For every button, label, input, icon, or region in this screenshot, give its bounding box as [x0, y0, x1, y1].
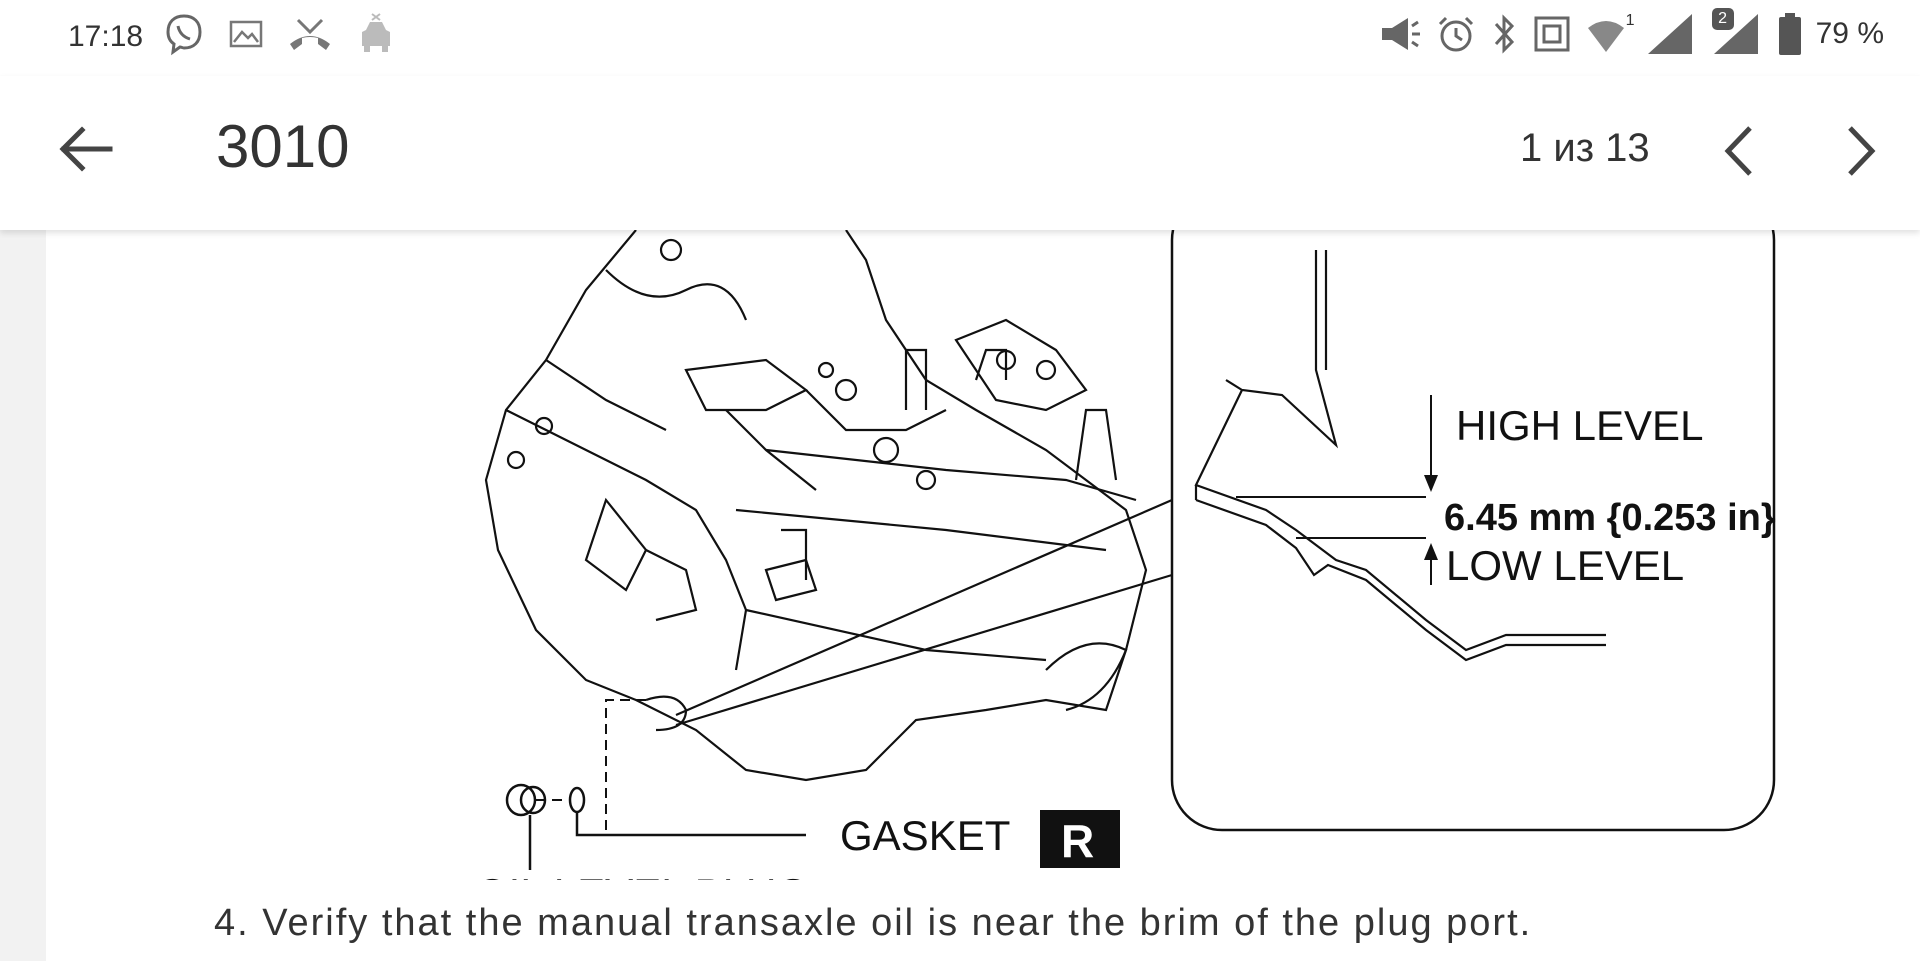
signal-sim2: 2 [1711, 8, 1764, 56]
document-title: 3010 [216, 113, 350, 180]
megaphone-icon [1381, 18, 1420, 50]
car-icon [362, 13, 390, 52]
sim1-label: 1 [1625, 12, 1635, 29]
chevron-right-icon [1848, 126, 1876, 176]
bluetooth-icon [1494, 14, 1514, 54]
missed-call-icon [290, 18, 330, 50]
back-button[interactable] [52, 114, 122, 184]
step-text: 4. Verify that the manual transaxle oil … [214, 902, 1533, 944]
arrow-back-icon [59, 126, 113, 172]
gallery-icon [229, 20, 263, 48]
gasket-badge-bg [1040, 810, 1120, 868]
high-level-label: HIGH LEVEL [1456, 402, 1703, 449]
wifi-indicator: 1 [1586, 12, 1635, 56]
gasket-label: GASKET [840, 812, 1010, 859]
status-time: 17:18 [68, 20, 144, 53]
app-bar: 3010 1 из 13 [0, 76, 1920, 230]
previous-button[interactable] [1710, 116, 1770, 186]
low-level-label: LOW LEVEL [1446, 542, 1684, 589]
document-page: HIGH LEVEL 6.45 mm {0.253 in} LOW LEVEL … [46, 230, 1920, 961]
alarm-icon [1438, 16, 1473, 52]
chevron-left-icon [1724, 126, 1752, 176]
nfc-icon [1534, 16, 1570, 52]
viber-icon [166, 14, 202, 56]
signal-icon [1647, 14, 1692, 54]
status-bar: 17:18 [0, 0, 1920, 76]
gasket-badge: R [1061, 815, 1094, 867]
oil-level-plug-label: OIL LEVEL PLUG [476, 870, 809, 880]
transaxle-diagram: HIGH LEVEL 6.45 mm {0.253 in} LOW LEVEL … [476, 230, 1776, 880]
signal-icon [1713, 14, 1758, 54]
sim2-badge: 2 [1711, 8, 1734, 30]
battery-icon [1778, 13, 1801, 55]
next-button[interactable] [1830, 116, 1890, 186]
wifi-icon [1587, 21, 1624, 52]
battery-percent: 79 % [1815, 17, 1884, 50]
signal-sim1 [1646, 12, 1698, 56]
page-counter: 1 из 13 [1520, 126, 1650, 170]
measurement-label: 6.45 mm {0.253 in} [1444, 497, 1776, 539]
